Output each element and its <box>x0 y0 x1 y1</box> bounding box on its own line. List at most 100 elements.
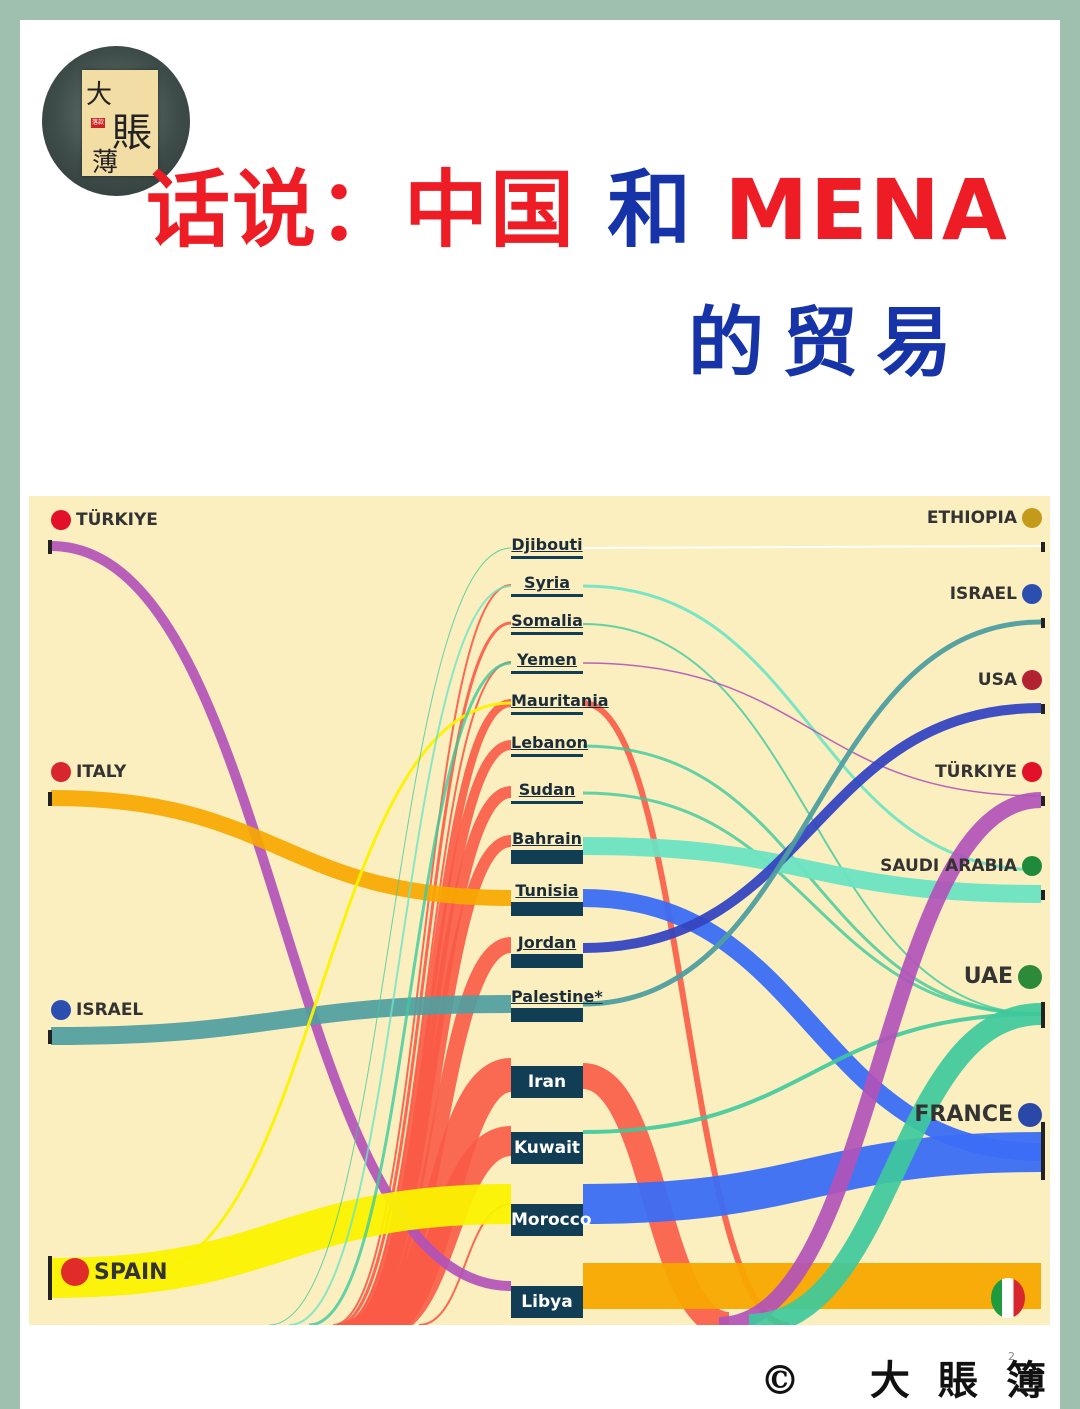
left-node-bar-1 <box>48 792 52 806</box>
italy-flag-icon <box>991 1278 1025 1318</box>
right-label-0: ETHIOPIA <box>927 508 1042 528</box>
node-label-mauritania: Mauritania <box>511 691 609 710</box>
flag-icon <box>1022 508 1042 528</box>
china-flow-7 <box>355 835 513 1325</box>
right-label-text: SAUDI ARABIA <box>880 856 1017 876</box>
flow-sudan-uae <box>582 791 1042 1016</box>
title-part-3: 和 <box>607 161 694 259</box>
right-label-text: USA <box>977 670 1017 690</box>
flag-icon <box>1018 964 1042 989</box>
node-bar-8 <box>511 902 583 916</box>
china-flow-3 <box>340 661 512 1325</box>
right-node-bar-1 <box>1041 618 1045 628</box>
flow-turkiye-in <box>718 792 1042 1325</box>
flow-thin-syria <box>288 585 512 1325</box>
left-label-1: ITALY <box>51 762 126 782</box>
node-label-tunisia: Tunisia <box>515 881 579 900</box>
right-label-6: FRANCE <box>914 1102 1042 1127</box>
flow-turkiye-libya <box>50 541 512 1291</box>
left-label-2: ISRAEL <box>51 1000 143 1020</box>
right-label-1: ISRAEL <box>950 584 1042 604</box>
flow-uae-in <box>748 1003 1042 1325</box>
node-label-somalia: Somalia <box>511 611 583 630</box>
left-node-bar-3 <box>48 1256 52 1300</box>
flow-thin-djibouti <box>268 547 512 1325</box>
title-part-1: 话说： <box>146 161 405 259</box>
flag-icon <box>51 510 71 530</box>
copyright-footer: © 大賬簿 <box>760 1357 1074 1404</box>
china-flow-1 <box>332 584 512 1325</box>
flow-palestine-israel <box>582 619 1042 1007</box>
left-label-text: SPAIN <box>94 1259 168 1285</box>
left-label-3: SPAIN <box>61 1258 168 1286</box>
right-label-text: TÜRKIYE <box>935 762 1017 782</box>
node-bar-5 <box>511 754 583 757</box>
right-label-5: UAE <box>964 964 1042 989</box>
right-node-bar-3 <box>1041 796 1045 806</box>
flag-icon <box>1022 584 1042 604</box>
right-node-bar-2 <box>1041 704 1045 714</box>
flow-spain-mauritania <box>128 701 512 1280</box>
china-out-mauritania <box>582 700 790 1325</box>
flow-bahrain-saudi <box>582 837 1042 903</box>
node-bar-7 <box>511 850 583 864</box>
node-label-kuwait: Kuwait <box>511 1132 583 1164</box>
right-node-bar-4 <box>1041 890 1045 900</box>
flow-israel-palestine <box>50 995 512 1045</box>
node-bar-3 <box>511 671 583 674</box>
node-bar-9 <box>511 954 583 968</box>
title-part-2: 中国 <box>404 161 577 259</box>
left-label-text: ISRAEL <box>76 1000 144 1020</box>
right-label-text: FRANCE <box>914 1102 1013 1127</box>
right-label-4: SAUDI ARABIA <box>880 856 1042 876</box>
right-node-bar-5 <box>1041 1002 1045 1028</box>
china-flow-12 <box>374 1126 514 1325</box>
node-bar-0 <box>511 556 583 559</box>
node-bar-4 <box>511 712 583 715</box>
right-label-2: USA <box>978 670 1042 690</box>
flag-icon <box>51 762 71 782</box>
flow-jordan-usa <box>582 703 1042 953</box>
flow-lebanon-uae <box>582 744 1042 1016</box>
left-node-bar-0 <box>48 540 52 554</box>
right-label-text: UAE <box>963 964 1013 989</box>
left-label-text: ITALY <box>76 762 127 782</box>
node-label-palestine: Palestine* <box>511 987 603 1006</box>
node-bar-10 <box>511 1008 583 1022</box>
node-label-syria: Syria <box>523 573 571 592</box>
right-node-bar-6 <box>1041 1122 1045 1180</box>
flag-icon <box>61 1258 89 1286</box>
flag-icon <box>1022 670 1042 690</box>
node-bar-1 <box>511 594 583 597</box>
node-label-lebanon: Lebanon <box>511 733 589 752</box>
flag-icon <box>1022 856 1042 876</box>
logo-char-2: 賬 <box>112 110 152 156</box>
right-label-text: ISRAEL <box>949 584 1017 604</box>
flow-somalia-uae <box>582 623 1042 1015</box>
left-label-0: TÜRKIYE <box>51 510 158 530</box>
node-bar-6 <box>511 801 583 804</box>
node-label-iran: Iran <box>511 1066 583 1098</box>
right-node-bar-0 <box>1041 542 1045 552</box>
left-label-text: TÜRKIYE <box>76 510 158 530</box>
node-bar-2 <box>511 632 583 635</box>
node-label-sudan: Sudan <box>518 780 576 799</box>
flow-morocco-france <box>582 1132 1042 1224</box>
page-title: 话说：中国 和 MENA <box>146 160 1009 260</box>
node-label-jordan: Jordan <box>517 933 577 952</box>
node-label-morocco: Morocco <box>511 1204 592 1236</box>
page-subtitle: 的贸易 <box>688 298 970 387</box>
left-node-bar-2 <box>48 1030 52 1044</box>
logo-char-1: 大 <box>86 80 113 110</box>
flag-icon <box>1022 762 1042 782</box>
flag-icon <box>51 1000 71 1020</box>
page-number: 2 <box>1008 1350 1015 1363</box>
node-label-yemen: Yemen <box>517 650 577 669</box>
right-label-text: ETHIOPIA <box>926 508 1017 528</box>
logo-seal: 落款 <box>91 118 105 128</box>
china-flow-2 <box>336 621 512 1325</box>
flow-spain-morocco <box>50 1184 512 1298</box>
node-label-bahrain: Bahrain <box>512 829 582 848</box>
logo-char-3: 薄 <box>92 148 119 178</box>
flow-djibouti-ethiopia <box>582 545 1042 549</box>
